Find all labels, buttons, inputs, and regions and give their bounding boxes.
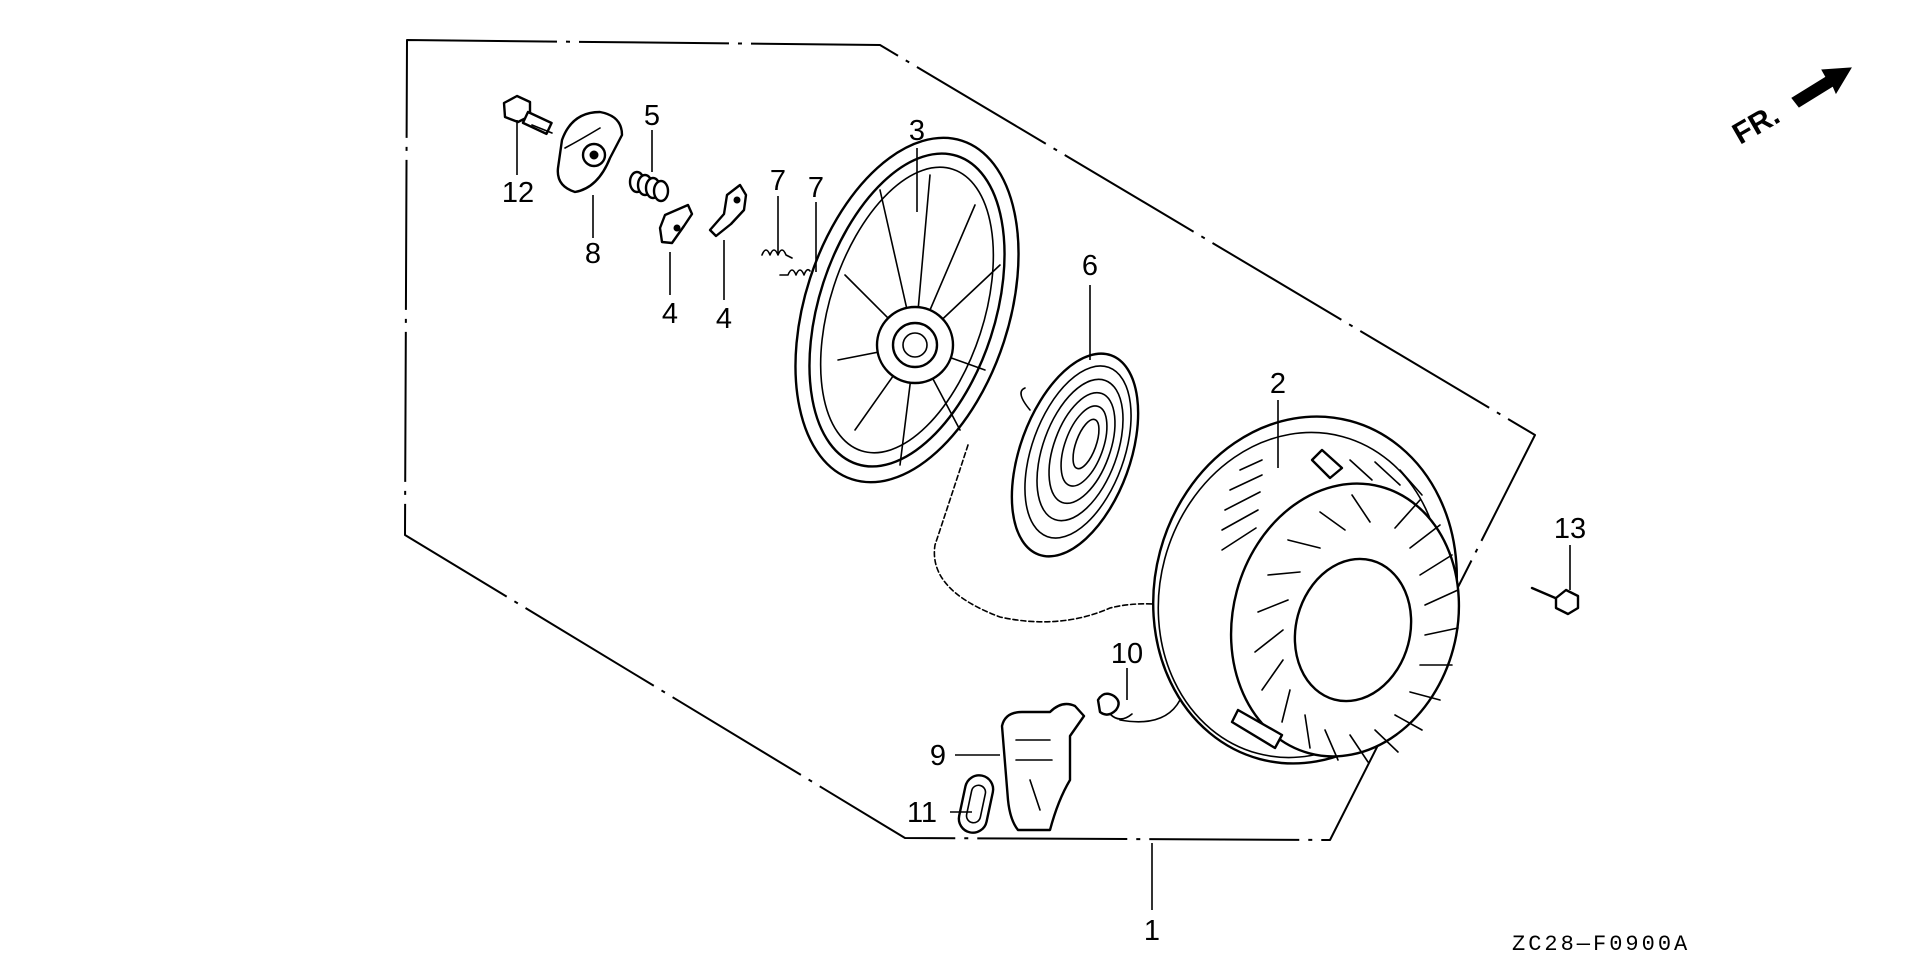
assembly-boundary bbox=[404, 39, 1536, 841]
spring-7-right bbox=[779, 268, 811, 276]
drawing-code: ZC28—F0900A bbox=[1512, 932, 1690, 957]
callout-6: 6 bbox=[1082, 250, 1098, 282]
bolt-12 bbox=[502, 94, 553, 136]
arrow-icon bbox=[1791, 67, 1852, 108]
callout-4-left: 4 bbox=[662, 298, 678, 330]
callout-7-left: 7 bbox=[770, 165, 786, 197]
callout-11: 11 bbox=[907, 797, 937, 829]
callout-3: 3 bbox=[909, 115, 925, 147]
spring-7-left bbox=[761, 249, 793, 259]
front-direction-arrow: FR. bbox=[1727, 67, 1852, 151]
fr-label: FR. bbox=[1727, 98, 1785, 151]
callout-10: 10 bbox=[1111, 638, 1143, 670]
grip-insert-11 bbox=[957, 774, 995, 834]
reel-3 bbox=[794, 136, 1020, 484]
starter-case-2 bbox=[1151, 415, 1461, 765]
callout-7-right: 7 bbox=[808, 172, 824, 204]
callout-13: 13 bbox=[1554, 513, 1586, 545]
callout-8: 8 bbox=[585, 238, 601, 270]
bolt-13 bbox=[1530, 586, 1580, 616]
spring-5 bbox=[628, 170, 670, 203]
callout-1: 1 bbox=[1144, 915, 1160, 947]
ratchet-4-left bbox=[658, 203, 694, 245]
starter-rope bbox=[933, 444, 1201, 623]
ratchet-4-right bbox=[708, 183, 748, 238]
callout-12: 12 bbox=[502, 177, 534, 209]
starter-grip-9 bbox=[1000, 702, 1086, 832]
friction-plate-8 bbox=[556, 110, 624, 194]
callout-9: 9 bbox=[930, 740, 946, 772]
callout-4-right: 4 bbox=[716, 303, 732, 335]
rope-knot-10 bbox=[1096, 692, 1133, 720]
callout-5: 5 bbox=[644, 100, 660, 132]
recoil-spring-6 bbox=[1010, 352, 1140, 558]
callout-2: 2 bbox=[1270, 368, 1286, 400]
